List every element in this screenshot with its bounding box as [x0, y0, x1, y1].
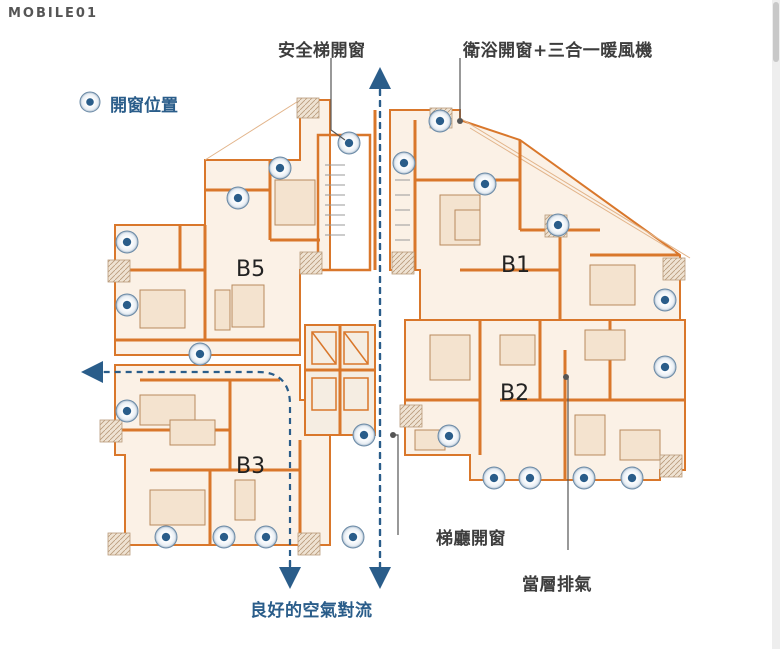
watermark-logo: MOBILE01 — [8, 6, 98, 21]
elevators — [311, 331, 369, 411]
window-marker — [337, 131, 361, 155]
window-marker — [428, 109, 452, 133]
roof-lines — [204, 99, 691, 259]
furniture — [139, 179, 661, 526]
window-marker — [392, 151, 416, 175]
l-airflow-arrow — [81, 361, 292, 578]
window-marker — [482, 466, 506, 490]
unit-label-b5: B5 — [236, 257, 266, 282]
window-marker — [518, 466, 542, 490]
lobby-window-leader — [393, 434, 399, 535]
window-marker — [620, 466, 644, 490]
stair-window-callout: 安全梯開窗 — [278, 41, 366, 61]
lobby-leader-dot — [390, 432, 396, 438]
bath-leader-dot — [457, 118, 463, 124]
window-marker — [341, 525, 365, 549]
unit-label-b1: B1 — [501, 253, 531, 278]
window-marker — [653, 288, 677, 312]
window-marker — [546, 213, 570, 237]
window-markers — [115, 109, 677, 549]
window-marker — [268, 156, 292, 180]
window-marker — [473, 172, 497, 196]
window-marker — [115, 399, 139, 423]
window-marker — [437, 424, 461, 448]
window-marker — [653, 355, 677, 379]
convection-caption: 良好的空氣對流 — [250, 601, 373, 621]
window-marker — [352, 423, 376, 447]
unit-label-b2: B2 — [500, 381, 530, 406]
bath-window-callout: 衛浴開窗+三合一暖風機 — [463, 41, 653, 61]
unit-label-b3: B3 — [236, 454, 266, 479]
window-marker — [254, 525, 278, 549]
window-marker — [154, 525, 178, 549]
exhaust-leader-dot — [563, 374, 569, 380]
interior-walls — [115, 110, 685, 545]
scrollbar[interactable] — [772, 0, 780, 649]
window-marker — [212, 525, 236, 549]
lobby-window-callout: 梯廳開窗 — [436, 529, 506, 549]
floor-exhaust-callout: 當層排氣 — [522, 575, 592, 595]
airflow-arrows — [81, 67, 391, 589]
legend-label: 開窗位置 — [110, 96, 178, 116]
legend-marker-icon — [79, 91, 101, 113]
window-marker — [188, 342, 212, 366]
scrollbar-thumb[interactable] — [773, 2, 779, 62]
window-marker — [226, 186, 250, 210]
window-marker — [572, 466, 596, 490]
stair-window-leader — [330, 58, 346, 141]
window-marker — [115, 293, 139, 317]
window-marker — [115, 230, 139, 254]
